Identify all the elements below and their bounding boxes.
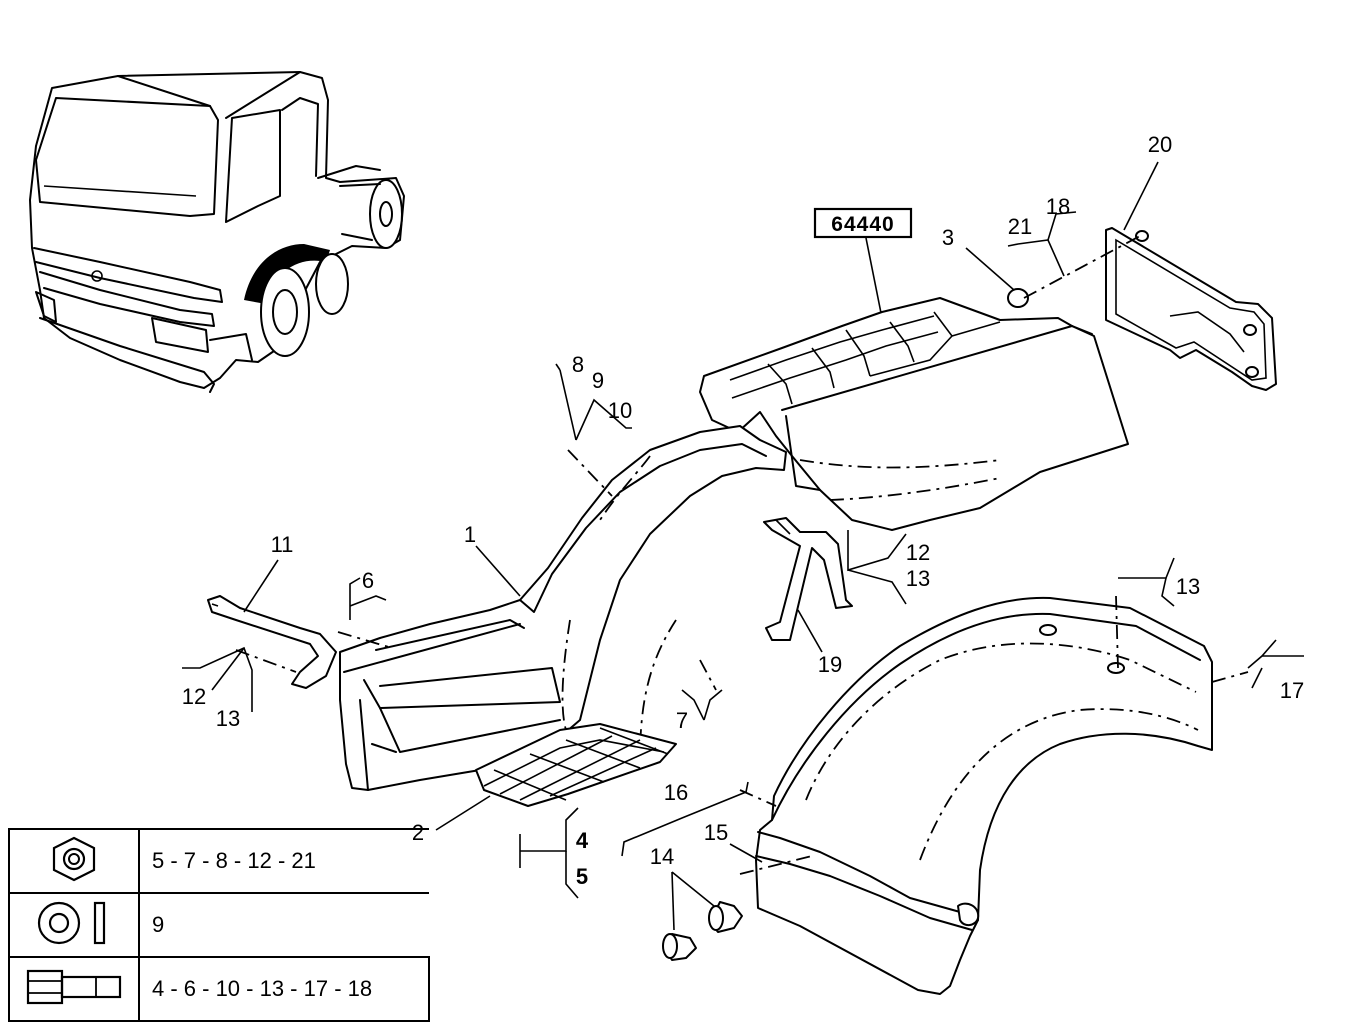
callout-11: 11 [271,532,294,557]
legend-nut-parts: 5 - 7 - 8 - 12 - 21 [138,828,429,894]
handrail-part [207,595,337,689]
front-wing-part [339,425,787,791]
step-plate-part [475,723,677,807]
callout-21: 21 [1008,214,1032,239]
callout-13-mid: 13 [906,566,930,591]
support-bracket-part [763,517,853,641]
callout-labels: 1 2 3 4 5 6 7 8 9 10 11 12 13 12 13 13 1… [182,132,1304,889]
callout-13-right: 13 [1176,574,1200,599]
callout-18: 18 [1046,194,1070,219]
callout-12-left: 12 [182,684,206,709]
callout-4: 4 [576,828,589,853]
leader-lines [182,161,1304,931]
fastener-legend-table: 5 - 7 - 8 - 12 - 21 9 [8,828,430,1022]
legend-row-bolt: 4 - 6 - 10 - 13 - 17 - 18 [8,956,430,1022]
bolts-part [662,901,743,961]
reference-box: 64440 [813,207,913,319]
callout-13-left: 13 [216,706,240,731]
callout-20: 20 [1148,132,1172,157]
rear-wing-part [755,596,1213,995]
truck-locator-illustration [29,71,405,393]
bolt-icon [26,969,122,1004]
washer-icon [37,901,106,944]
callout-16: 16 [664,780,688,805]
callout-17: 17 [1280,678,1304,703]
callout-8: 8 [572,352,584,377]
legend-row-washer: 9 [8,892,429,958]
callout-14: 14 [650,844,674,869]
callout-7: 7 [676,708,688,733]
callout-10: 10 [608,398,632,423]
callout-6: 6 [362,568,374,593]
callout-3: 3 [942,225,954,250]
callout-1: 1 [464,522,476,547]
mounting-plate-part [1105,227,1277,391]
reference-number: 64440 [831,213,894,236]
callout-15: 15 [704,820,728,845]
rear-casing-part [699,297,1129,531]
callout-12-mid: 12 [906,540,930,565]
legend-row-nut: 5 - 7 - 8 - 12 - 21 [8,828,429,894]
nut-part [1007,288,1029,308]
hex-nut-icon [52,836,96,881]
callout-5: 5 [576,864,588,889]
callout-19: 19 [818,652,842,677]
legend-bolt-parts: 4 - 6 - 10 - 13 - 17 - 18 [138,956,430,1022]
callout-9: 9 [592,368,604,393]
legend-washer-parts: 9 [138,892,429,958]
